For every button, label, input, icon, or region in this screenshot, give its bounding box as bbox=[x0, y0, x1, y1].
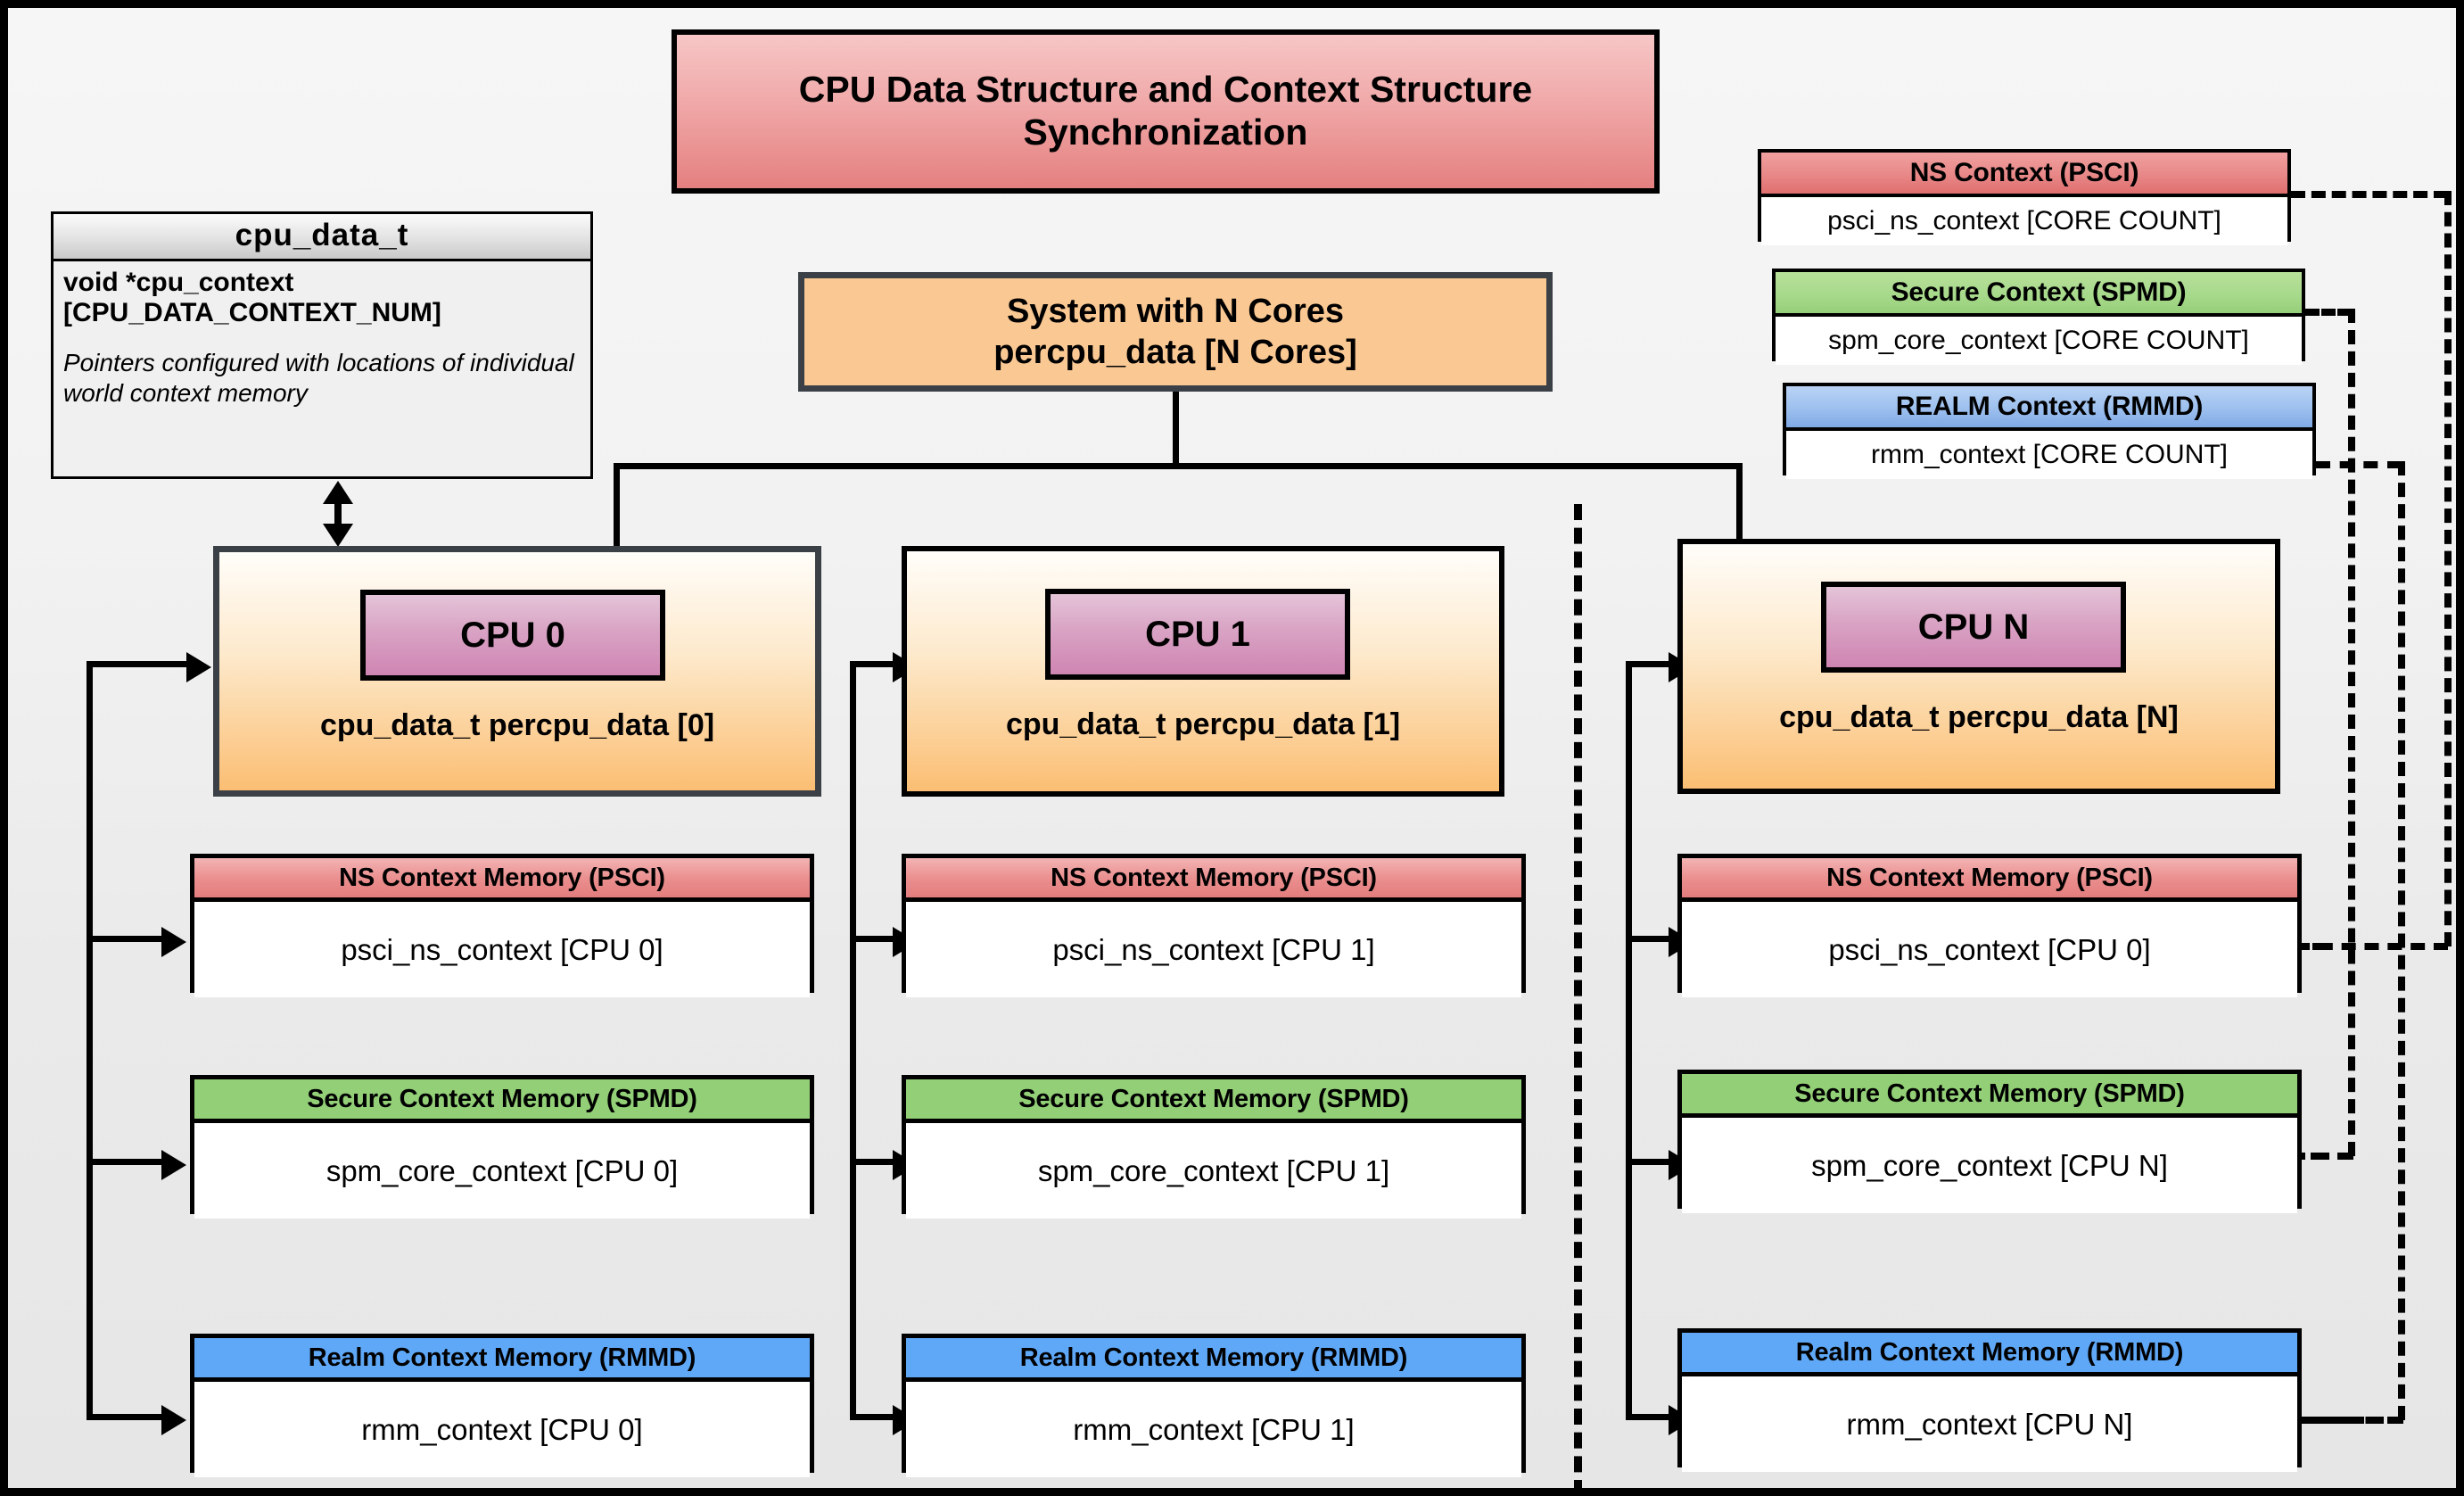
cpu1-bus-vertical bbox=[850, 661, 856, 1419]
cpun-arrow-line-ns bbox=[1626, 936, 1676, 942]
cpu0-memory-realm: Realm Context Memory (RMMD) rmm_context … bbox=[190, 1334, 814, 1477]
cpun-arrow-line-realm bbox=[1626, 1414, 1676, 1420]
cpu-label-0: cpu_data_t percpu_data [0] bbox=[319, 708, 715, 742]
cpu1-memory-secure-value: spm_core_context [CPU 1] bbox=[906, 1123, 1521, 1219]
cpun-memory-secure-value: spm_core_context [CPU N] bbox=[1682, 1118, 2297, 1213]
cpu-data-t-struct-name: cpu_data_t bbox=[54, 214, 590, 261]
cpu0-arrow-chip bbox=[186, 652, 211, 682]
cpu0-arrow-line-chip bbox=[87, 661, 192, 667]
cpun-bus-vertical bbox=[1626, 661, 1632, 1419]
cpu-chip-1: CPU 1 bbox=[1045, 589, 1350, 680]
cpu0-memory-secure: Secure Context Memory (SPMD) spm_core_co… bbox=[190, 1075, 814, 1219]
cpu0-memory-secure-value: spm_core_context [CPU 0] bbox=[194, 1123, 810, 1219]
cpu1-arrow-line-ns bbox=[850, 936, 900, 942]
cpu-group-0: CPU 0 cpu_data_t percpu_data [0] bbox=[213, 546, 821, 797]
cpu-label-1: cpu_data_t percpu_data [1] bbox=[1005, 707, 1401, 741]
sync-link-realm-vert bbox=[2398, 461, 2405, 1420]
cpu-chip-n: CPU N bbox=[1821, 582, 2126, 673]
global-context-ns-value: psci_ns_context [CORE COUNT] bbox=[1761, 197, 2287, 245]
diagram-title: CPU Data Structure and Context Structure… bbox=[672, 29, 1660, 194]
sync-link-ns-bottom bbox=[2295, 943, 2448, 950]
sync-link-secure-top bbox=[2305, 309, 2352, 316]
sync-link-realm-top bbox=[2316, 461, 2402, 468]
sync-link-secure-vert bbox=[2348, 309, 2355, 1156]
sync-stub-realm bbox=[2291, 1417, 2403, 1424]
cpun-memory-secure: Secure Context Memory (SPMD) spm_core_co… bbox=[1677, 1070, 2302, 1213]
global-context-ns: NS Context (PSCI) psci_ns_context [CORE … bbox=[1758, 149, 2291, 245]
cpu0-memory-ns-value: psci_ns_context [CPU 0] bbox=[194, 902, 810, 997]
cpu0-memory-realm-header: Realm Context Memory (RMMD) bbox=[194, 1338, 810, 1382]
system-trunk-line bbox=[1173, 392, 1179, 467]
cpun-memory-realm-value: rmm_context [CPU N] bbox=[1682, 1376, 2297, 1472]
cpu-group-1: CPU 1 cpu_data_t percpu_data [1] bbox=[902, 546, 1504, 797]
cpun-memory-realm: Realm Context Memory (RMMD) rmm_context … bbox=[1677, 1328, 2302, 1472]
cpu0-memory-ns-header: NS Context Memory (PSCI) bbox=[194, 858, 810, 902]
global-context-realm-value: rmm_context [CORE COUNT] bbox=[1786, 431, 2312, 479]
system-line-1: System with N Cores bbox=[1007, 292, 1344, 330]
cpu1-memory-secure-header: Secure Context Memory (SPMD) bbox=[906, 1079, 1521, 1123]
cpun-memory-ns: NS Context Memory (PSCI) psci_ns_context… bbox=[1677, 854, 2302, 997]
cpu0-arrow-secure bbox=[161, 1150, 186, 1180]
global-context-realm: REALM Context (RMMD) rmm_context [CORE C… bbox=[1783, 383, 2316, 479]
cpu1-memory-ns-value: psci_ns_context [CPU 1] bbox=[906, 902, 1521, 997]
system-bus-line bbox=[614, 463, 1743, 469]
cpu1-arrow-line-secure bbox=[850, 1159, 900, 1165]
cpu-group-n: CPU N cpu_data_t percpu_data [N] bbox=[1677, 539, 2280, 794]
global-context-ns-header: NS Context (PSCI) bbox=[1761, 153, 2287, 197]
cpun-memory-secure-header: Secure Context Memory (SPMD) bbox=[1682, 1074, 2297, 1118]
cpu1-memory-ns-header: NS Context Memory (PSCI) bbox=[906, 858, 1521, 902]
cpu-data-t-note: Pointers configured with locations of in… bbox=[63, 349, 574, 407]
cpun-arrow-line-secure bbox=[1626, 1159, 1676, 1165]
cpu1-memory-secure: Secure Context Memory (SPMD) spm_core_co… bbox=[902, 1075, 1526, 1219]
sync-stub-secure bbox=[2291, 1153, 2353, 1160]
cpu1-memory-ns: NS Context Memory (PSCI) psci_ns_context… bbox=[902, 854, 1526, 997]
cpu0-memory-ns: NS Context Memory (PSCI) psci_ns_context… bbox=[190, 854, 814, 997]
cpu-data-t-struct-box: cpu_data_t void *cpu_context [CPU_DATA_C… bbox=[51, 211, 593, 479]
system-box: System with N Cores percpu_data [N Cores… bbox=[798, 272, 1553, 392]
sync-link-ns-vert bbox=[2444, 191, 2452, 946]
sync-link-ns-top bbox=[2291, 191, 2448, 198]
cpun-memory-ns-header: NS Context Memory (PSCI) bbox=[1682, 858, 2297, 902]
cpu0-arrow-line-ns bbox=[87, 936, 167, 942]
cpu0-arrow-realm bbox=[161, 1405, 186, 1435]
cpun-memory-realm-header: Realm Context Memory (RMMD) bbox=[1682, 1333, 2297, 1376]
system-line-2: percpu_data [N Cores] bbox=[993, 334, 1357, 371]
system-branch-cpu0 bbox=[614, 463, 620, 548]
sync-stub-ns bbox=[2291, 943, 2327, 950]
cpu-data-t-struct-body: void *cpu_context [CPU_DATA_CONTEXT_NUM]… bbox=[54, 261, 590, 417]
cpu0-memory-secure-header: Secure Context Memory (SPMD) bbox=[194, 1079, 810, 1123]
system-branch-cpun bbox=[1736, 463, 1743, 548]
cpu-data-t-field: void *cpu_context [CPU_DATA_CONTEXT_NUM] bbox=[63, 268, 441, 328]
global-context-secure-header: Secure Context (SPMD) bbox=[1776, 272, 2302, 317]
cpu0-memory-realm-value: rmm_context [CPU 0] bbox=[194, 1382, 810, 1477]
global-context-secure: Secure Context (SPMD) spm_core_context [… bbox=[1772, 269, 2305, 365]
global-context-realm-header: REALM Context (RMMD) bbox=[1786, 386, 2312, 431]
cpu1-arrow-line-chip bbox=[850, 661, 900, 667]
cpu0-arrow-line-secure bbox=[87, 1159, 167, 1165]
cpu0-bus-vertical bbox=[87, 661, 93, 1419]
cpun-memory-ns-value: psci_ns_context [CPU 0] bbox=[1682, 902, 2297, 997]
cpu0-arrow-ns bbox=[161, 927, 186, 957]
cpu-chip-0: CPU 0 bbox=[360, 590, 665, 681]
cpun-arrow-line-chip bbox=[1626, 661, 1676, 667]
cpu0-arrow-line-realm bbox=[87, 1414, 167, 1420]
cpu-label-n: cpu_data_t percpu_data [N] bbox=[1779, 700, 2179, 734]
cpu1-memory-realm-value: rmm_context [CPU 1] bbox=[906, 1382, 1521, 1477]
cpu1-memory-realm-header: Realm Context Memory (RMMD) bbox=[906, 1338, 1521, 1382]
global-context-secure-value: spm_core_context [CORE COUNT] bbox=[1776, 317, 2302, 365]
cpu1-arrow-line-realm bbox=[850, 1414, 900, 1420]
column-divider bbox=[1574, 504, 1582, 1488]
struct-to-cpu0-link bbox=[322, 481, 354, 547]
cpu1-memory-realm: Realm Context Memory (RMMD) rmm_context … bbox=[902, 1334, 1526, 1477]
